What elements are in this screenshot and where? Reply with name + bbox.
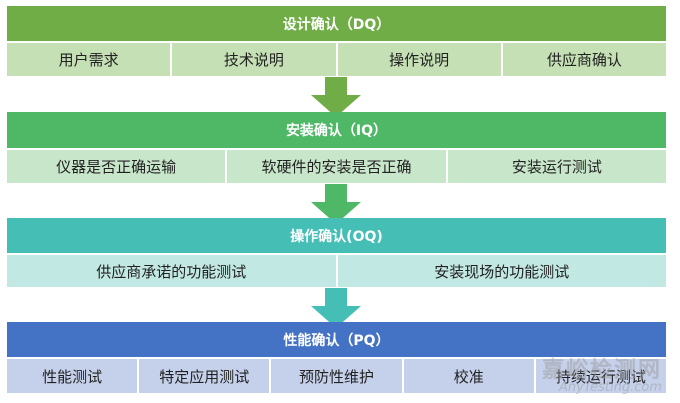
pq-item: 性能测试 — [7, 359, 140, 393]
pq-item: 预防性维护 — [271, 359, 404, 393]
oq-item: 安装现场的功能测试 — [434, 262, 570, 281]
dq-item: 用户需求 — [7, 43, 173, 76]
stage-iq-header: 安装确认（IQ） — [7, 112, 666, 148]
pq-item: 校准 — [404, 359, 536, 393]
stage-oq-title: 操作确认(OQ) — [290, 228, 383, 245]
down-arrow-icon — [311, 184, 361, 224]
oq-item: 供应商承诺的功能测试 — [7, 255, 338, 287]
stage-oq-items: 供应商承诺的功能测试 安装现场的功能测试 — [7, 255, 666, 287]
stage-dq-items: 用户需求 技术说明 操作说明 供应商确认 — [7, 43, 666, 76]
stage-pq-header: 性能确认（PQ） — [7, 322, 666, 357]
dq-item: 操作说明 — [338, 43, 503, 76]
stage-dq-header: 设计确认（DQ） — [7, 6, 666, 41]
dq-item: 供应商确认 — [546, 51, 622, 69]
down-arrow-icon — [311, 77, 361, 117]
dq-item: 技术说明 — [172, 43, 338, 76]
down-arrow-icon — [311, 288, 361, 328]
iq-item: 软硬件的安装是否正确 — [227, 150, 448, 183]
stage-dq-title: 设计确认（DQ） — [282, 16, 391, 33]
pq-item: 特定应用测试 — [139, 359, 272, 393]
stage-iq-title: 安装确认（IQ） — [285, 123, 388, 139]
stage-oq-header: 操作确认(OQ) — [7, 218, 666, 253]
stage-iq-items: 仪器是否正确运输 软硬件的安装是否正确 安装运行测试 — [7, 150, 666, 183]
pq-item: 持续运行测试 — [555, 367, 646, 386]
stage-pq-items: 性能测试 特定应用测试 预防性维护 校准 持续运行测试 — [7, 359, 666, 393]
iq-item: 安装运行测试 — [511, 158, 602, 176]
stage-pq-title: 性能确认（PQ） — [283, 332, 390, 349]
iq-item: 仪器是否正确运输 — [7, 150, 228, 183]
